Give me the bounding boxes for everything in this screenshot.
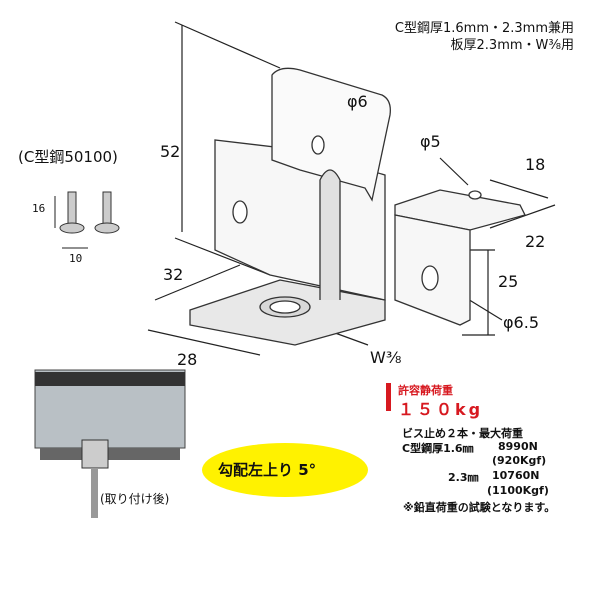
leader-phi5 bbox=[439, 157, 469, 186]
screw-label: (C型鋼50100) bbox=[18, 148, 118, 166]
load-subtitle: ビス止め２本・最大荷重 bbox=[402, 427, 523, 440]
load-value: １５０kg bbox=[398, 400, 484, 419]
load-accent-bar bbox=[386, 383, 391, 411]
screw-width-label: 10 bbox=[69, 252, 83, 265]
dim-25: 25 bbox=[498, 272, 519, 291]
load-title: 許容静荷重 bbox=[398, 384, 453, 397]
row1-label: C型鋼厚1.6㎜ bbox=[402, 442, 474, 455]
dim-18: 18 bbox=[525, 155, 546, 174]
dim-phi65: φ6.5 bbox=[503, 313, 539, 332]
screw-illustration bbox=[54, 191, 120, 249]
dim-phi5: φ5 bbox=[420, 132, 441, 151]
spec-line-2: 板厚2.3mm・W⅜用 bbox=[450, 38, 574, 53]
spec-header: C型鋼厚1.6mm・2.3mm兼用 板厚2.3mm・W⅜用 bbox=[395, 20, 574, 54]
dim-28: 28 bbox=[177, 350, 198, 369]
row2-label: 2.3㎜ bbox=[448, 471, 479, 484]
row2-value: 10760N bbox=[492, 469, 540, 482]
dim-phi6: φ6 bbox=[347, 92, 368, 111]
dim-52: 52 bbox=[160, 142, 181, 161]
photo-caption: (取り付け後) bbox=[100, 492, 170, 506]
load-note: ※鉛直荷重の試験となります。 bbox=[403, 501, 556, 514]
row2-sub: (1100Kgf) bbox=[487, 484, 549, 497]
dim-line-32 bbox=[154, 264, 241, 301]
dim-w38: W⅜ bbox=[370, 348, 402, 367]
dim-32: 32 bbox=[163, 265, 184, 284]
dim-line-28 bbox=[147, 329, 261, 356]
screw-height-label: 16 bbox=[32, 202, 46, 215]
dim-line-18 bbox=[489, 179, 549, 199]
slope-badge: 勾配左上り 5° bbox=[218, 461, 317, 479]
row1-sub: (920Kgf) bbox=[492, 454, 547, 467]
row1-value: 8990N bbox=[498, 440, 538, 453]
bracket-illustration bbox=[189, 67, 526, 346]
dim-22: 22 bbox=[525, 232, 546, 251]
dim-line-22 bbox=[489, 204, 556, 229]
installed-photo bbox=[33, 365, 193, 520]
slope-badge-bg bbox=[202, 443, 368, 497]
spec-line-1: C型鋼厚1.6mm・2.3mm兼用 bbox=[394, 21, 574, 36]
